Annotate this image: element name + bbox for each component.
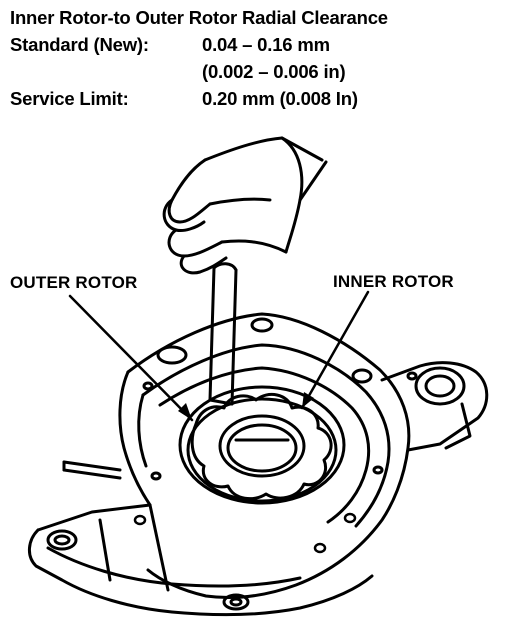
standard-value-in: (0.002 – 0.006 in) [202, 61, 346, 82]
relief-valve-boss [380, 361, 489, 452]
service-limit-value: 0.20 mm (0.008 In) [202, 88, 358, 109]
bolt-holes [133, 512, 357, 554]
service-limit-row: Service Limit: 0.20 mm (0.008 In) [10, 85, 388, 112]
pump-housing [118, 312, 411, 599]
standard-row: Standard (New): 0.04 – 0.16 mm [10, 31, 388, 58]
standard-label: Standard (New): [10, 34, 149, 55]
spec-title: Inner Rotor-to Outer Rotor Radial Cleara… [10, 7, 388, 28]
inner-rotor [190, 392, 333, 501]
outer-rotor-label: OUTER ROTOR [10, 273, 138, 292]
specification-block: Inner Rotor-to Outer Rotor Radial Cleara… [10, 4, 388, 112]
feeler-gauge [208, 262, 238, 406]
leader-arrowheads [178, 392, 314, 420]
hand-drawing [162, 136, 328, 275]
inner-rotor-label: INNER ROTOR [333, 272, 454, 291]
outer-rotor [178, 385, 346, 505]
leader-lines [68, 290, 370, 422]
standard-row-inches: (0.002 – 0.006 in) [10, 58, 388, 85]
service-limit-label: Service Limit: [10, 88, 129, 109]
left-stud [62, 460, 122, 480]
standard-value-mm: 0.04 – 0.16 mm [202, 34, 330, 55]
mounting-flange [28, 503, 374, 617]
